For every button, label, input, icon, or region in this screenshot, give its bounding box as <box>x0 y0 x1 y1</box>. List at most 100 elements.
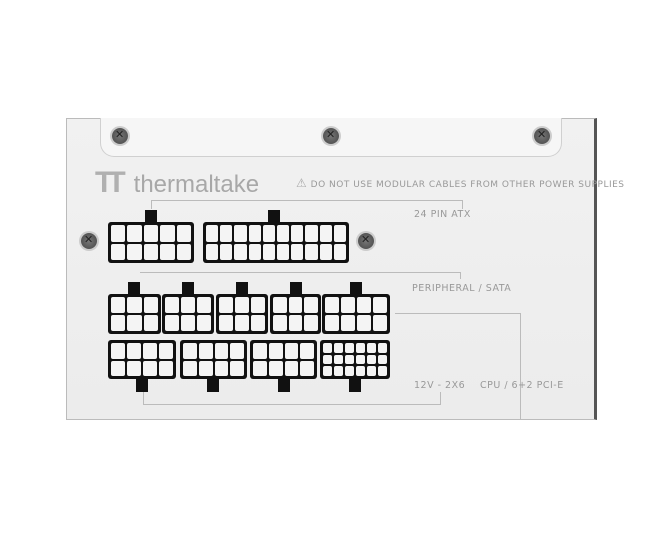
pin <box>198 343 213 359</box>
pin <box>206 243 219 260</box>
pin <box>165 297 179 313</box>
modular-connector-peripheral[interactable] <box>322 294 390 334</box>
pin <box>356 343 365 353</box>
pin <box>197 297 211 313</box>
screw-icon <box>323 128 339 144</box>
connector-latch <box>268 210 280 223</box>
pin <box>357 297 371 313</box>
pin <box>291 225 304 242</box>
pin <box>262 243 275 260</box>
warning-text: ⚠ DO NOT USE MODULAR CABLES FROM OTHER P… <box>296 176 625 190</box>
pin <box>111 225 126 242</box>
modular-connector-cpu-pcie[interactable] <box>250 340 317 379</box>
pin <box>230 360 244 376</box>
divider <box>151 200 463 209</box>
pin <box>367 354 376 365</box>
pin <box>357 315 371 331</box>
pin <box>219 297 233 313</box>
warning-icon: ⚠ <box>296 176 308 190</box>
pin <box>284 343 299 359</box>
pin <box>288 315 303 331</box>
pin <box>220 243 233 260</box>
divider <box>140 272 461 279</box>
connector-latch <box>207 379 219 392</box>
pin <box>143 343 157 359</box>
pin <box>262 225 275 242</box>
pin <box>341 315 355 331</box>
pin <box>206 225 219 242</box>
pin <box>367 343 376 353</box>
pin <box>159 360 173 376</box>
divider <box>143 392 441 405</box>
pin <box>268 343 283 359</box>
pin <box>111 315 126 331</box>
pin <box>165 315 179 331</box>
pin <box>143 360 157 376</box>
connector-latch <box>349 379 361 392</box>
pin <box>305 243 318 260</box>
pin <box>214 360 229 376</box>
pin <box>143 225 159 242</box>
label-24pin-atx: 24 PIN ATX <box>414 209 471 220</box>
connector-latch <box>290 282 302 295</box>
pin <box>214 343 229 359</box>
pin <box>378 354 387 365</box>
pin <box>323 354 332 365</box>
pin <box>345 343 354 353</box>
modular-connector-peripheral[interactable] <box>270 294 321 334</box>
modular-connector-24pin[interactable] <box>203 222 349 263</box>
brand-name: thermaltake <box>133 171 260 198</box>
divider <box>395 313 521 419</box>
pin <box>111 343 125 359</box>
pin <box>319 225 332 242</box>
modular-connector-peripheral[interactable] <box>162 294 214 334</box>
pin <box>251 315 265 331</box>
pin <box>248 225 261 242</box>
modular-connector-10pin[interactable] <box>108 222 194 263</box>
pin <box>378 366 387 376</box>
pin <box>300 343 314 359</box>
pin <box>234 243 247 260</box>
pin <box>219 315 233 331</box>
modular-connector-12v-2x6[interactable] <box>320 340 390 379</box>
pin <box>220 225 233 242</box>
pin <box>127 343 141 359</box>
connector-latch <box>136 379 148 392</box>
pin <box>356 354 365 365</box>
pin <box>127 315 142 331</box>
pin <box>345 354 354 365</box>
pin <box>333 243 346 260</box>
pin <box>198 360 213 376</box>
pin <box>323 366 332 376</box>
pin <box>183 343 197 359</box>
label-12v-2x6: 12V - 2X6 <box>414 380 466 391</box>
modular-connector-cpu-pcie[interactable] <box>180 340 247 379</box>
pin <box>235 297 249 313</box>
connector-latch <box>278 379 290 392</box>
pin <box>160 243 175 260</box>
pin <box>127 243 142 260</box>
pin <box>143 315 158 331</box>
pin <box>334 366 343 376</box>
pin <box>253 343 267 359</box>
pin <box>288 297 303 313</box>
pin <box>230 343 244 359</box>
modular-connector-peripheral[interactable] <box>216 294 268 334</box>
label-cpu-pcie: CPU / 6+2 PCI-E <box>480 380 564 391</box>
pin <box>111 243 126 260</box>
pin <box>127 360 141 376</box>
pin <box>176 225 191 242</box>
pin <box>373 315 387 331</box>
pin <box>234 225 247 242</box>
pin <box>304 297 318 313</box>
pin <box>378 343 387 353</box>
pin <box>325 297 339 313</box>
modular-connector-cpu-pcie[interactable] <box>108 340 176 379</box>
modular-connector-peripheral[interactable] <box>108 294 161 334</box>
pin <box>300 360 314 376</box>
pin <box>127 225 142 242</box>
connector-latch <box>128 282 140 295</box>
screw-icon <box>112 128 128 144</box>
pin <box>268 360 283 376</box>
